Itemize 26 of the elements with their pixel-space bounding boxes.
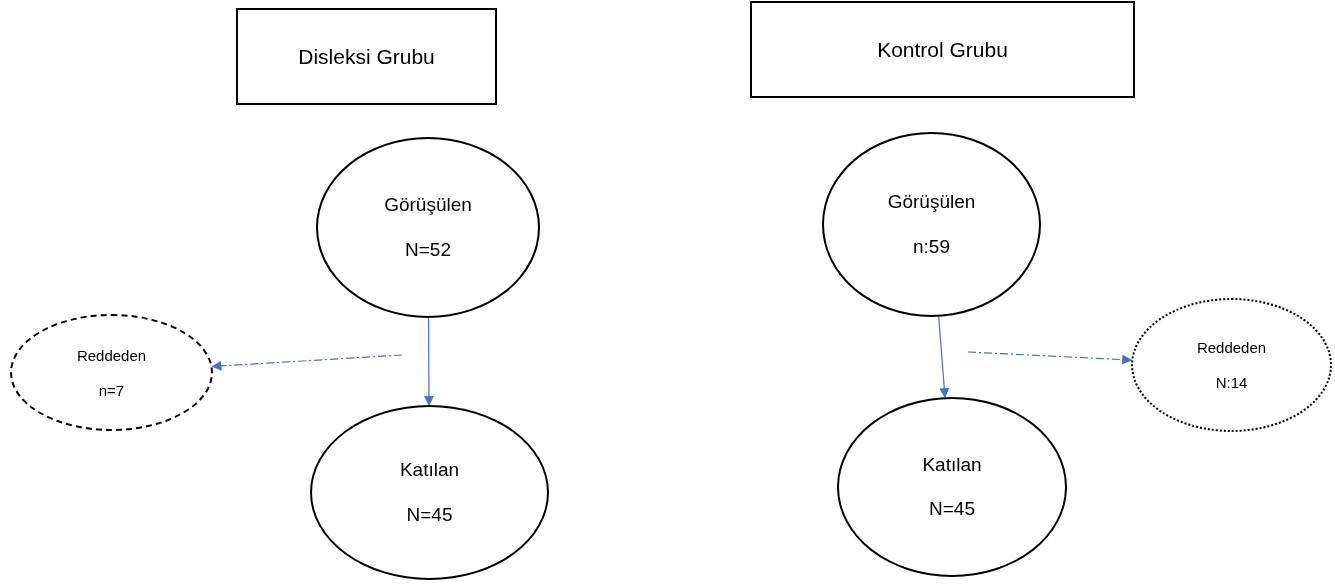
arrow [423,317,434,406]
arrow [211,354,403,371]
node-title: Görüşülen [887,191,976,214]
node-count: N:14 [1215,374,1248,391]
count-ellipse [1131,298,1332,432]
node-title: Reddeden [76,346,147,364]
arrow [938,316,950,399]
count-ellipse [822,132,1041,317]
group-box [236,8,497,105]
node-title: Reddeden [1196,339,1267,356]
group-box [750,1,1135,98]
count-ellipse [10,314,213,431]
node-count: N=52 [405,238,451,261]
node-title: Katılan [399,459,460,482]
node-title: Disleksi Grubu [298,44,435,69]
count-ellipse [310,405,549,580]
node-count: N=45 [406,503,453,526]
arrow [967,351,1133,365]
count-ellipse [837,397,1067,577]
node-title: Kontrol Grubu [877,37,1008,62]
node-title: Görüşülen [384,194,472,217]
node-count: n:59 [913,235,950,258]
node-title: Katılan [922,453,982,476]
count-ellipse [316,137,540,318]
node-count: n=7 [98,381,125,399]
node-count: N=45 [929,498,975,521]
